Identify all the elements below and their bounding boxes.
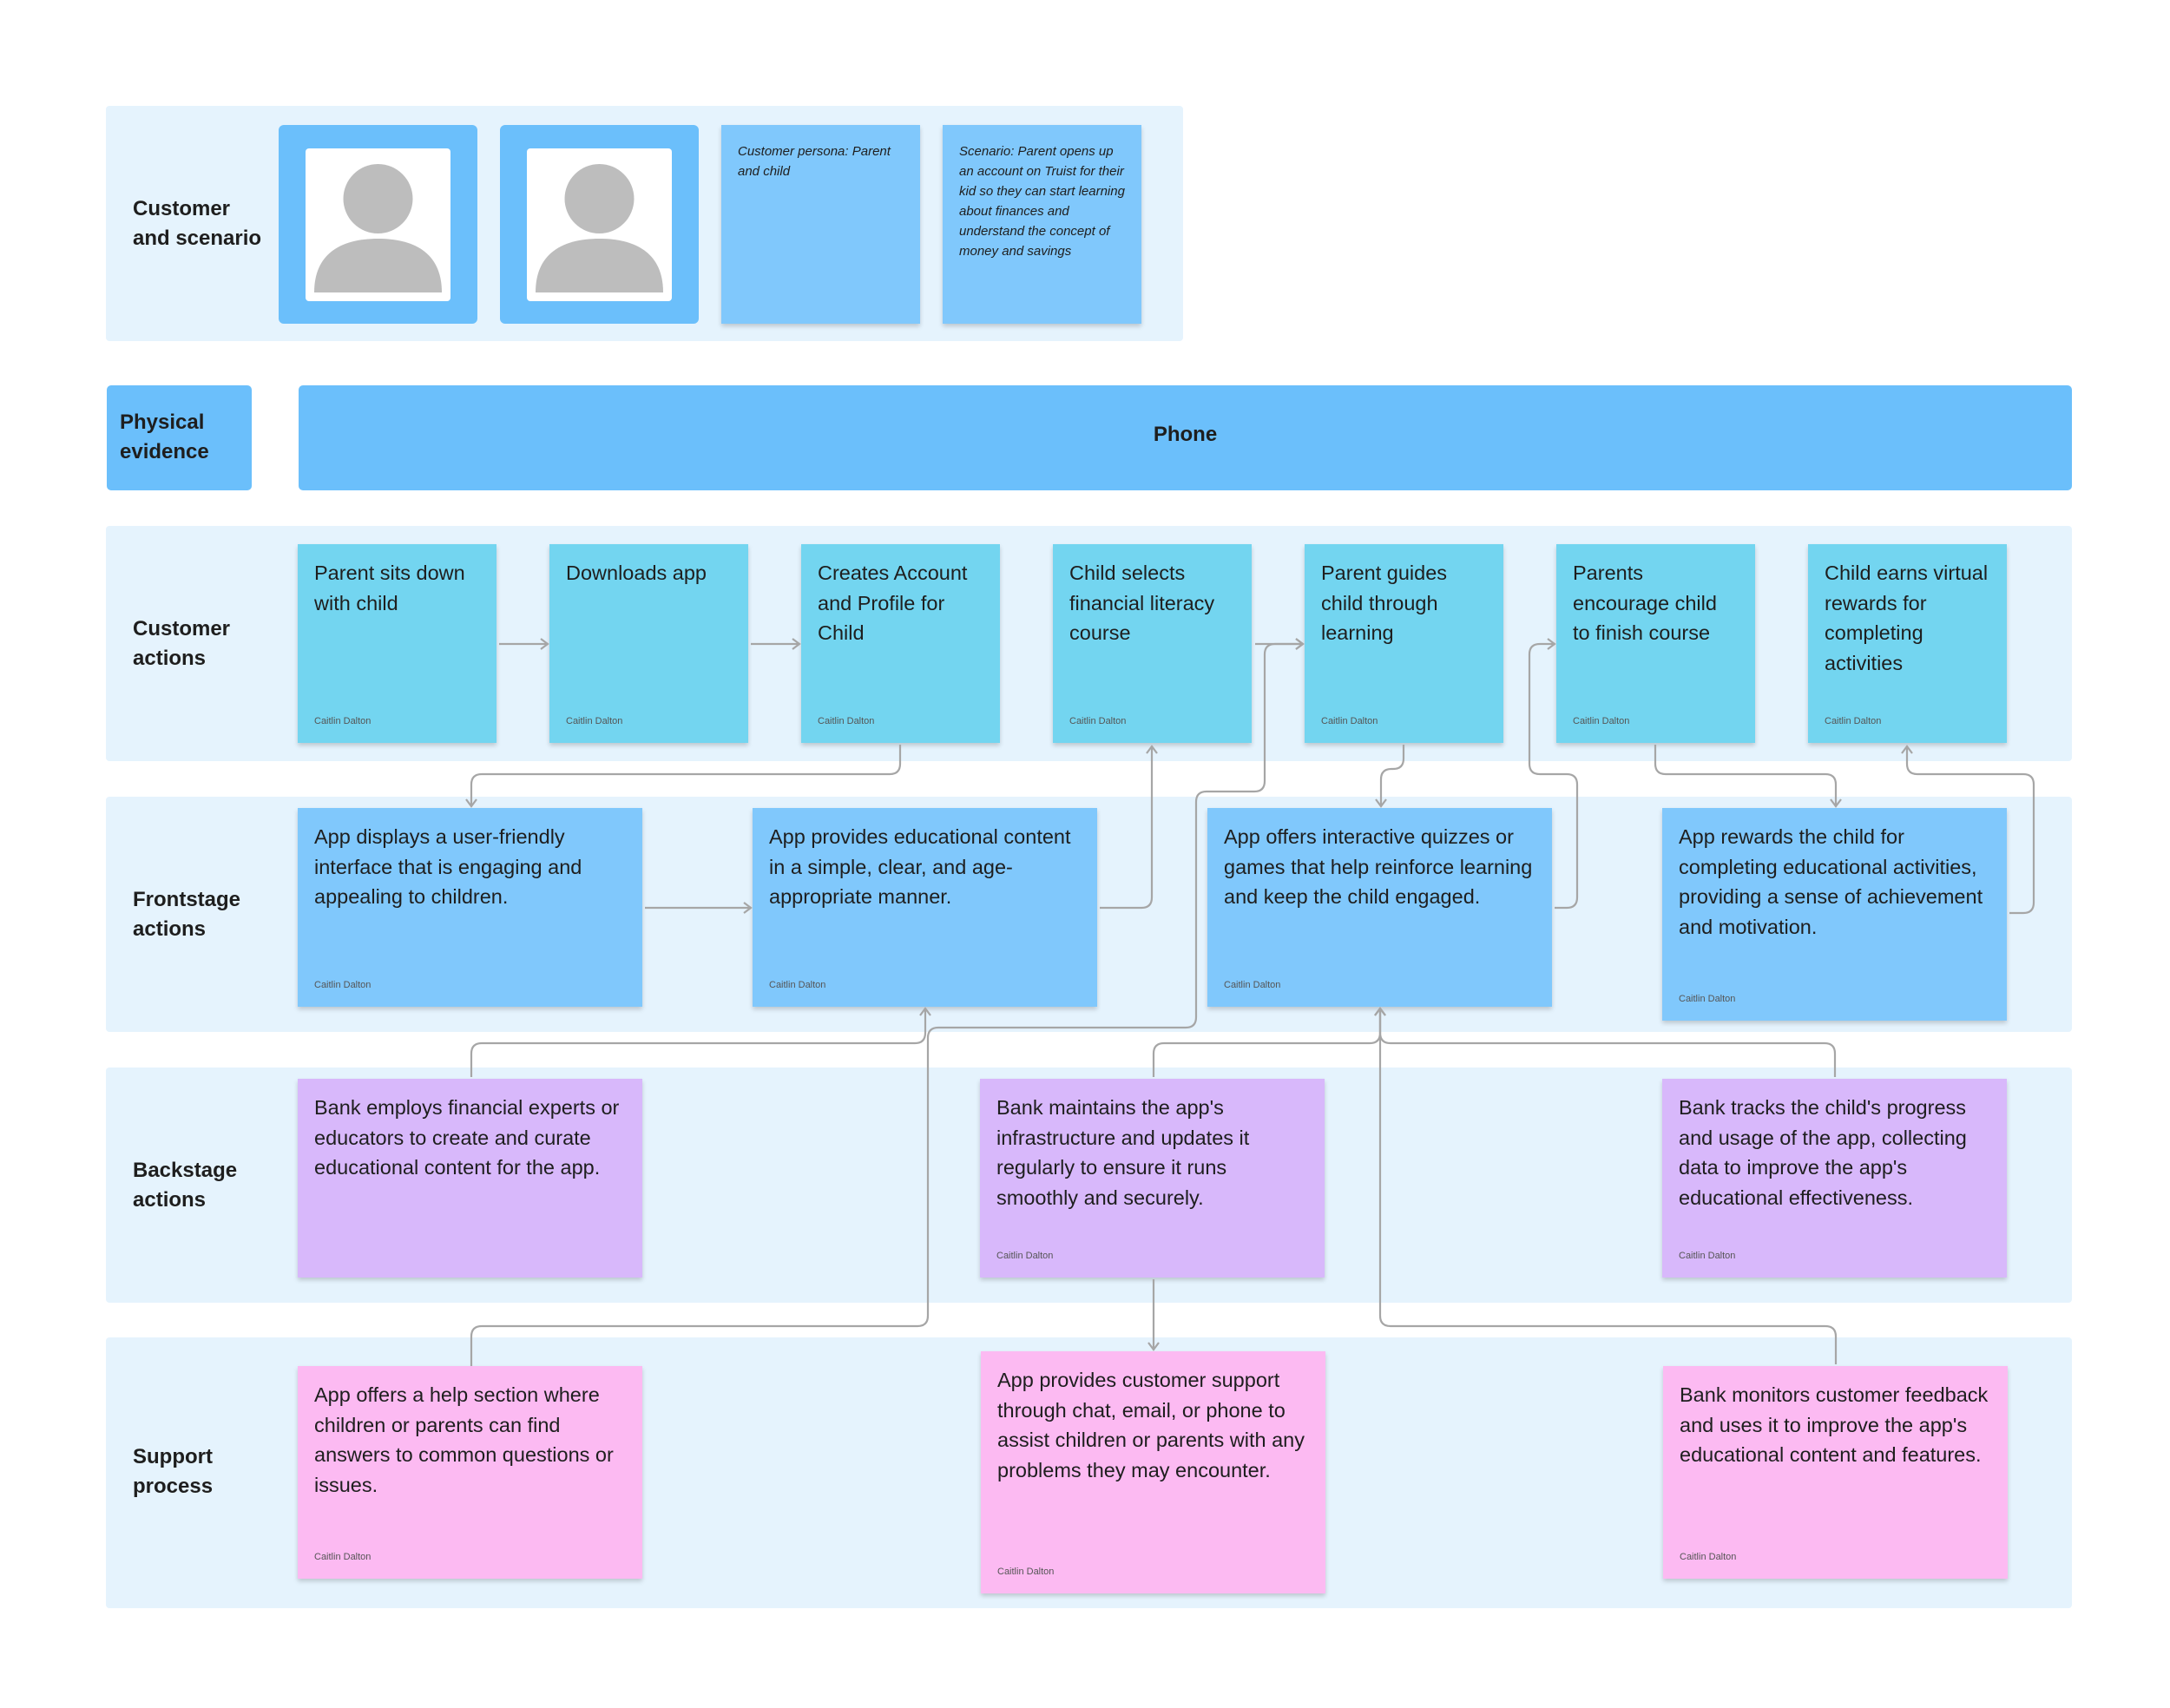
connector-arrow	[1528, 638, 1579, 910]
phone-evidence-bar[interactable]: Phone	[299, 385, 2072, 490]
sticky-author: Caitlin Dalton	[818, 716, 875, 726]
sticky-author: Caitlin Dalton	[1224, 980, 1281, 990]
persona-note[interactable]: Customer persona: Parent and child	[721, 125, 920, 324]
connector-arrow	[1374, 1007, 1837, 1077]
support-process-sticky[interactable]: Bank monitors customer feedback and uses…	[1663, 1366, 2008, 1579]
connector-arrow	[465, 745, 902, 808]
person-icon	[536, 164, 663, 292]
frontstage-action-sticky[interactable]: App offers interactive quizzes or games …	[1207, 808, 1552, 1007]
connector-arrow	[470, 1007, 931, 1077]
sticky-text: App offers a help section where children…	[314, 1383, 614, 1496]
sticky-text: Bank employs financial experts or educat…	[314, 1096, 620, 1179]
persona-card-child[interactable]	[500, 125, 699, 324]
sticky-author: Caitlin Dalton	[314, 716, 372, 726]
customer-action-sticky[interactable]: Child earns virtual rewards for completi…	[1808, 544, 2007, 743]
connector-arrow	[1654, 745, 1842, 808]
sticky-text: Parents encourage child to finish course	[1573, 562, 1717, 644]
sticky-author: Caitlin Dalton	[1680, 1552, 1737, 1562]
support-process-sticky[interactable]: App provides customer support through ch…	[981, 1351, 1325, 1593]
customer-action-sticky[interactable]: Parents encourage child to finish course…	[1556, 544, 1755, 743]
sticky-author: Caitlin Dalton	[1679, 994, 1736, 1004]
sticky-author: Caitlin Dalton	[1069, 716, 1127, 726]
backstage-action-sticky[interactable]: Bank maintains the app's infrastructure …	[980, 1079, 1325, 1278]
connector-arrow	[1374, 1007, 1838, 1364]
persona-note-text: Customer persona: Parent and child	[738, 144, 891, 179]
customer-action-sticky[interactable]: Downloads app Caitlin Dalton	[549, 544, 748, 743]
sticky-text: Downloads app	[566, 562, 707, 584]
support-process-sticky[interactable]: App offers a help section where children…	[298, 1366, 642, 1579]
lane-label-frontstage-actions: Frontstage actions	[133, 888, 241, 941]
physical-evidence-label-box: Physical evidence	[107, 385, 252, 490]
customer-action-sticky[interactable]: Parent sits down with child Caitlin Dalt…	[298, 544, 496, 743]
sticky-author: Caitlin Dalton	[1679, 1251, 1736, 1261]
sticky-text: Bank tracks the child's progress and usa…	[1679, 1096, 1967, 1209]
customer-action-sticky[interactable]: Child selects financial literacy course …	[1053, 544, 1252, 743]
sticky-author: Caitlin Dalton	[314, 980, 372, 990]
sticky-text: Bank maintains the app's infrastructure …	[996, 1096, 1250, 1209]
lane-label-support-process: Support process	[133, 1445, 214, 1498]
scenario-note[interactable]: Scenario: Parent opens up an account on …	[943, 125, 1141, 324]
persona-card-parent[interactable]	[279, 125, 477, 324]
sticky-author: Caitlin Dalton	[1573, 716, 1630, 726]
frontstage-action-sticky[interactable]: App rewards the child for completing edu…	[1662, 808, 2007, 1021]
connector-arrow	[1100, 745, 1158, 910]
sticky-text: Bank monitors customer feedback and uses…	[1680, 1383, 1989, 1466]
connector-arrow	[1375, 745, 1405, 808]
sticky-text: App displays a user-friendly interface t…	[314, 825, 582, 908]
connector-arrow	[470, 638, 1305, 1366]
lane-label-backstage-actions: Backstage actions	[133, 1159, 238, 1212]
frontstage-action-sticky[interactable]: App provides educational content in a si…	[753, 808, 1097, 1007]
sticky-text: App provides customer support through ch…	[997, 1369, 1305, 1481]
connector-arrow	[1901, 745, 2035, 915]
sticky-text: Parent guides child through learning	[1321, 562, 1448, 644]
sticky-author: Caitlin Dalton	[997, 1567, 1055, 1577]
sticky-author: Caitlin Dalton	[1825, 716, 1882, 726]
lane-label-customer-actions: Customer actions	[133, 617, 231, 670]
customer-action-sticky[interactable]: Parent guides child through learning Cai…	[1305, 544, 1503, 743]
sticky-author: Caitlin Dalton	[996, 1251, 1054, 1261]
backstage-action-sticky[interactable]: Bank employs financial experts or educat…	[298, 1079, 642, 1278]
sticky-author: Caitlin Dalton	[566, 716, 623, 726]
sticky-text: Creates Account and Profile for Child	[818, 562, 968, 644]
sticky-author: Caitlin Dalton	[314, 1552, 372, 1562]
scenario-note-text: Scenario: Parent opens up an account on …	[959, 144, 1125, 259]
sticky-text: App offers interactive quizzes or games …	[1224, 825, 1533, 908]
sticky-text: Parent sits down with child	[314, 562, 465, 614]
backstage-action-sticky[interactable]: Bank tracks the child's progress and usa…	[1662, 1079, 2007, 1278]
avatar	[306, 148, 450, 301]
sticky-text: Child earns virtual rewards for completi…	[1825, 562, 1989, 674]
sticky-author: Caitlin Dalton	[769, 980, 826, 990]
lane-label-physical-evidence: Physical evidence	[120, 411, 209, 463]
sticky-text: App rewards the child for completing edu…	[1679, 825, 1983, 938]
person-icon	[314, 164, 442, 292]
phone-label: Phone	[1153, 423, 1218, 446]
frontstage-action-sticky[interactable]: App displays a user-friendly interface t…	[298, 808, 642, 1007]
sticky-author: Caitlin Dalton	[1321, 716, 1378, 726]
lane-label-customer-scenario: Customer and scenario	[133, 197, 262, 250]
sticky-text: Child selects financial literacy course	[1069, 562, 1215, 644]
customer-action-sticky[interactable]: Creates Account and Profile for Child Ca…	[801, 544, 1000, 743]
avatar	[527, 148, 672, 301]
sticky-text: App provides educational content in a si…	[769, 825, 1071, 908]
connector-arrow	[1152, 1007, 1386, 1077]
